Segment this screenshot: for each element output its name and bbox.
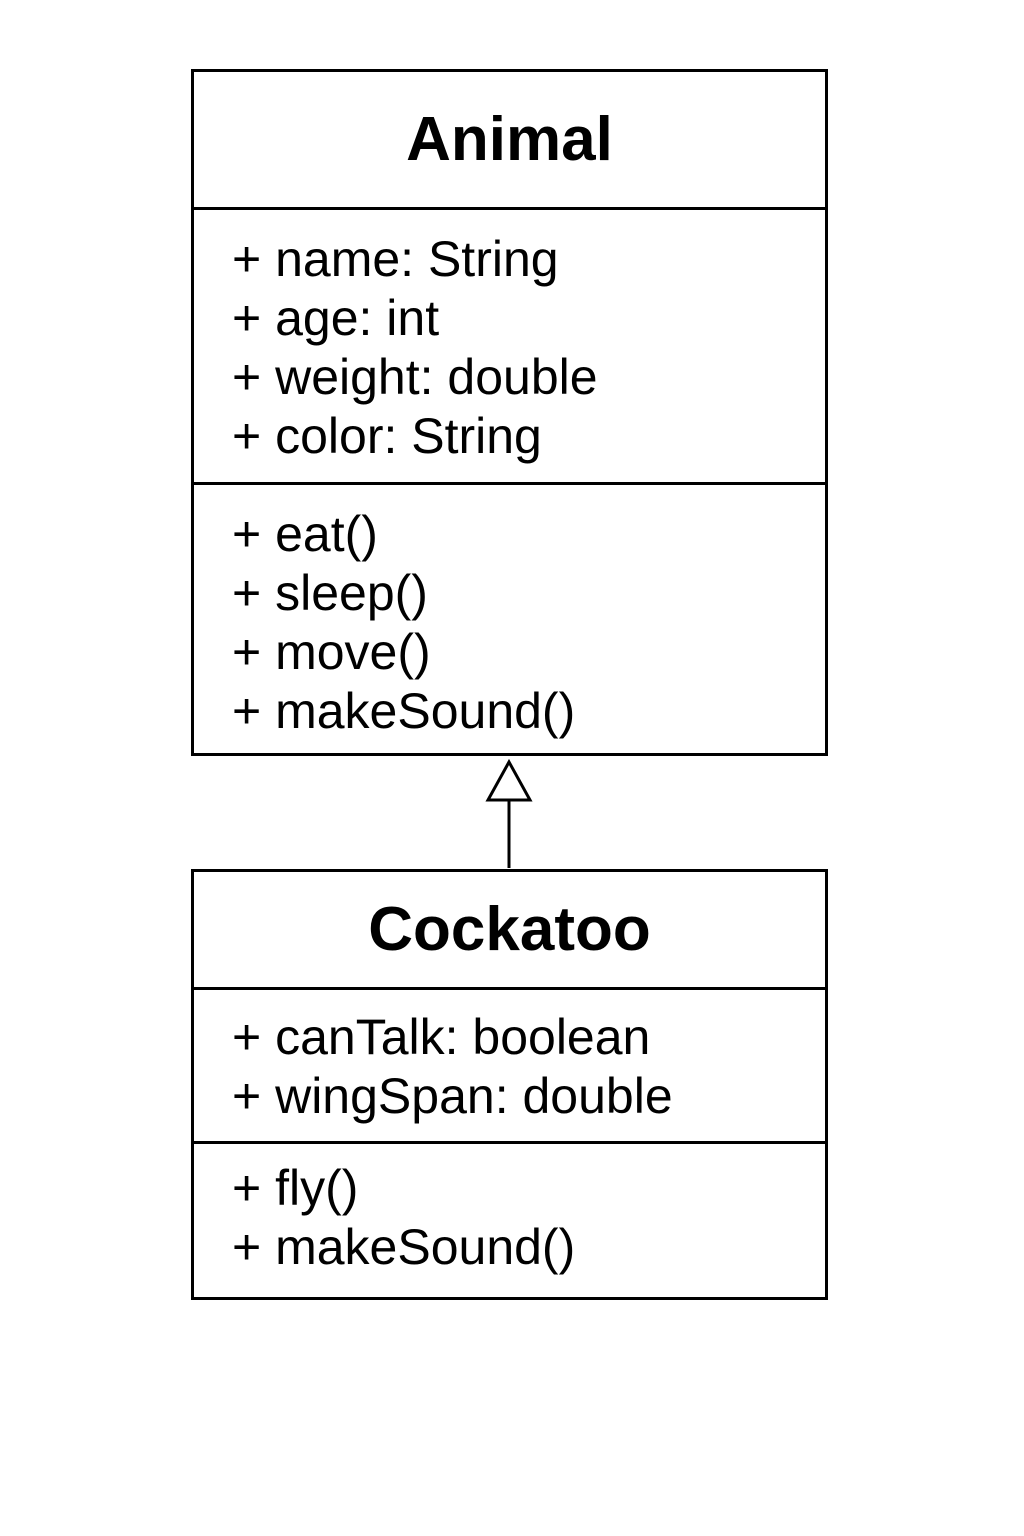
class-box-animal: Animal + name: String + age: int + weigh… — [191, 69, 828, 756]
class-header-cockatoo: Cockatoo — [194, 872, 825, 990]
operation-item: + makeSound() — [232, 1219, 576, 1275]
attributes-compartment-animal: + name: String + age: int + weight: doub… — [194, 210, 825, 485]
operation-item: + fly() — [232, 1160, 359, 1216]
attributes-compartment-cockatoo: + canTalk: boolean + wingSpan: double — [194, 990, 825, 1144]
attribute-item: + color: String — [232, 408, 542, 464]
operations-compartment-cockatoo: + fly() + makeSound() — [194, 1144, 825, 1277]
class-name-cockatoo: Cockatoo — [368, 894, 651, 964]
class-name-animal: Animal — [406, 104, 613, 174]
hollow-triangle-arrowhead — [485, 758, 533, 802]
operation-item: + eat() — [232, 506, 378, 562]
attribute-item: + canTalk: boolean — [232, 1009, 651, 1065]
operation-item: + move() — [232, 624, 431, 680]
operation-item: + makeSound() — [232, 683, 576, 739]
operations-compartment-animal: + eat() + sleep() + move() + makeSound() — [194, 485, 825, 741]
operation-item: + sleep() — [232, 565, 428, 621]
class-box-cockatoo: Cockatoo + canTalk: boolean + wingSpan: … — [191, 869, 828, 1300]
attribute-item: + weight: double — [232, 349, 598, 405]
attribute-item: + name: String — [232, 231, 559, 287]
attribute-item: + wingSpan: double — [232, 1068, 673, 1124]
class-header-animal: Animal — [194, 72, 825, 210]
attribute-item: + age: int — [232, 290, 440, 346]
